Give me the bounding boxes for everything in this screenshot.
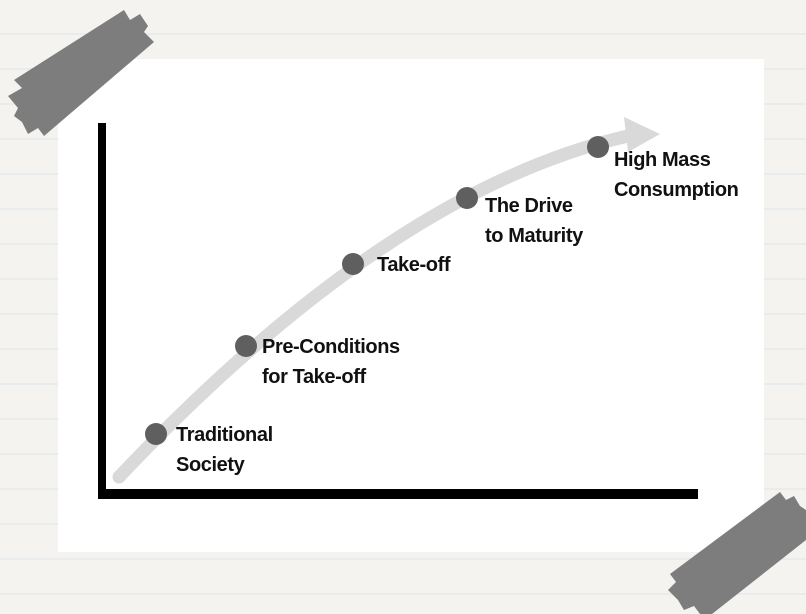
stage-dot-traditional-society [145, 423, 167, 445]
progress-arrow [112, 117, 660, 484]
stage-dot-take-off [342, 253, 364, 275]
stage-dot-drive-to-maturity [456, 187, 478, 209]
stage-dot-high-mass-consumption [587, 136, 609, 158]
stage-label-high-mass-consumption: High Mass Consumption [614, 149, 738, 201]
y-axis [98, 123, 106, 499]
stage-label-drive-to-maturity: The Drive to Maturity [485, 195, 584, 247]
stage-label-line: Pre-Conditions [262, 336, 400, 358]
stage-label-line: to Maturity [485, 225, 584, 247]
tape-top-left [8, 10, 154, 136]
stage-label-line: Take-off [377, 254, 451, 276]
stage-label-line: Consumption [614, 179, 738, 201]
tape-bottom-right [668, 492, 806, 614]
stage-label-line: for Take-off [262, 366, 366, 388]
stage-label-traditional-society: Traditional Society [176, 424, 278, 476]
x-axis [98, 489, 698, 499]
stage-label-preconditions: Pre-Conditions for Take-off [262, 336, 405, 388]
stage-label-line: High Mass [614, 149, 711, 171]
stage-label-line: Society [176, 454, 246, 476]
stage-label-line: The Drive [485, 195, 573, 217]
stage-label-line: Traditional [176, 424, 273, 446]
stage-label-take-off: Take-off [377, 254, 451, 276]
stage-dot-preconditions [235, 335, 257, 357]
